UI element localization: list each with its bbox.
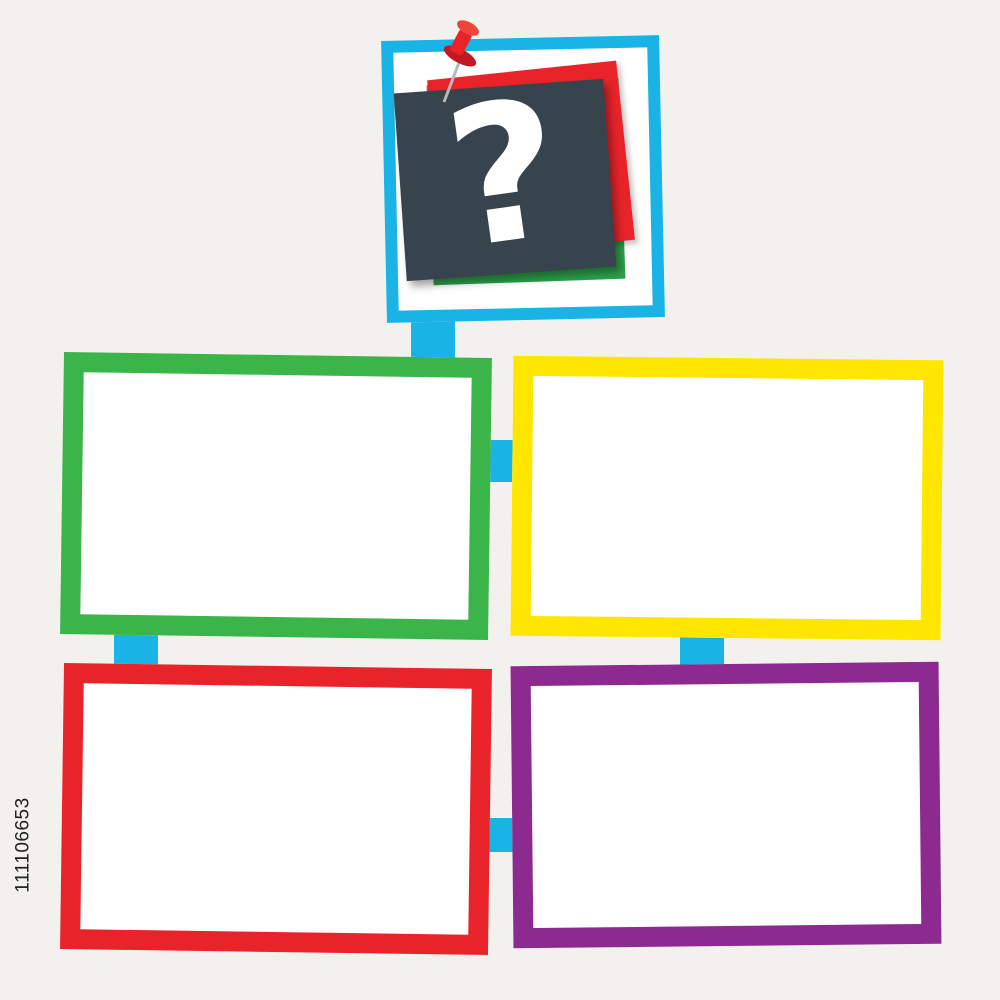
push-pin-icon — [442, 20, 479, 103]
stock-id-text: 111106653 — [13, 797, 34, 893]
box-top-left — [60, 352, 492, 640]
stock-id: 111106653 — [13, 770, 34, 920]
note-dark: ? — [393, 57, 617, 292]
box-top-right — [510, 355, 944, 641]
box-bottom-right — [510, 661, 942, 949]
box-bottom-left — [60, 663, 492, 955]
